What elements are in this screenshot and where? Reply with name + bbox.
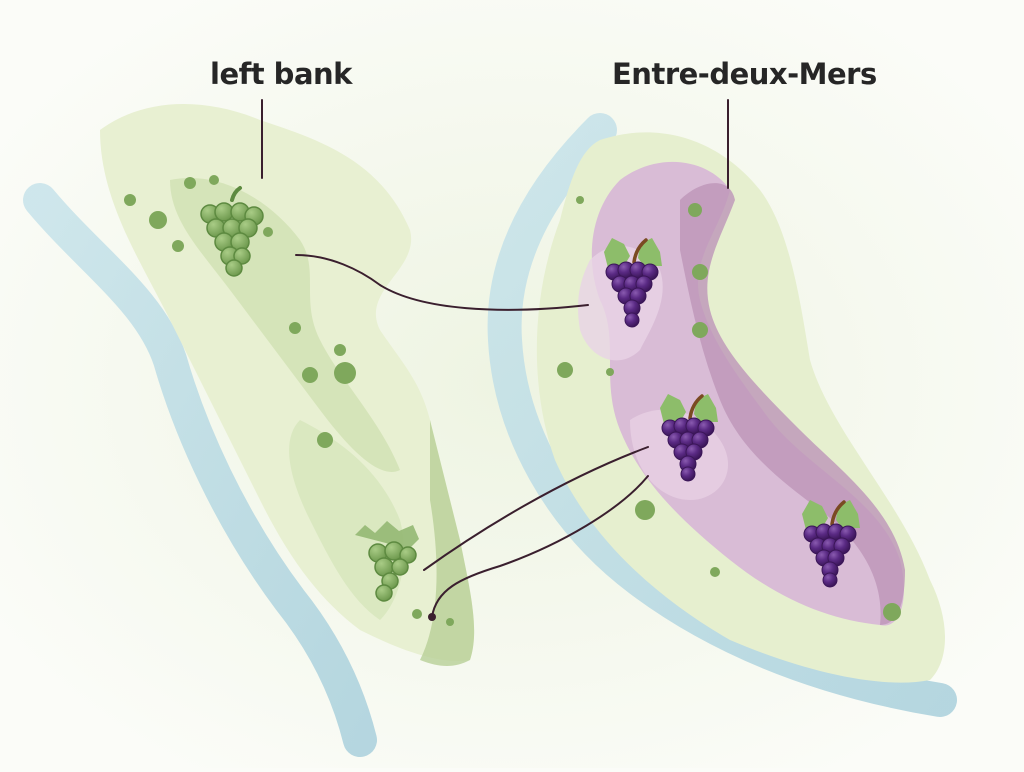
leader-lines <box>261 99 729 618</box>
vineyard-dots-right <box>557 196 901 621</box>
purple-grape-icon <box>660 394 718 482</box>
purple-grape-icon <box>802 500 860 588</box>
left-bank-label: left bank <box>210 57 352 91</box>
green-grape-icon <box>200 186 264 277</box>
green-grape-icon <box>355 521 419 602</box>
vineyard-dots-left <box>124 175 454 626</box>
purple-grape-icon <box>604 238 662 328</box>
entre-deux-mers-label: Entre-deux-Mers <box>612 57 877 91</box>
left-river <box>23 183 377 757</box>
leader-dot <box>428 613 436 621</box>
